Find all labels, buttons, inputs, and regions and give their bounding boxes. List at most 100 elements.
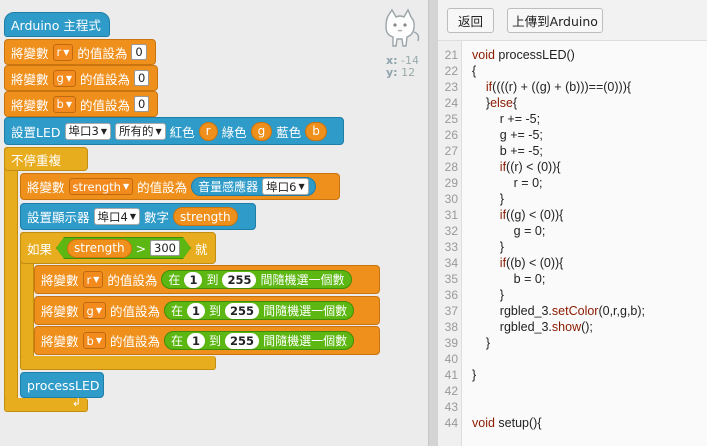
code-text: b = 0; [472, 272, 546, 286]
line-number: 24 [444, 96, 458, 110]
panel-divider[interactable] [428, 0, 438, 446]
random-reporter[interactable]: 在 1 到 255 間隨機選一個數 [164, 301, 355, 320]
set-var-label: 將變數 [41, 304, 79, 319]
call-proc-label: processLED [27, 377, 100, 393]
code-text: void setup(){ [472, 416, 542, 430]
value-input-g[interactable]: 0 [134, 70, 150, 86]
code-text: } [472, 240, 504, 254]
var-dropdown-r[interactable]: r▼ [52, 43, 74, 61]
code-text: if((b) < (0)){ [499, 256, 564, 270]
code-text: } [472, 288, 504, 302]
strength-reporter[interactable]: strength [173, 207, 238, 226]
set-var-label: 將變數 [27, 180, 65, 195]
set-value-label: 的值設為 [109, 334, 160, 349]
set-random-r-block[interactable]: 將變數 r▼ 的值設為 在 1 到 255 間隨機選一個數 [34, 265, 380, 294]
code-text: } [472, 368, 477, 382]
arduino-main-hat-block[interactable]: Arduino 主程式 [4, 12, 110, 37]
led-position-dropdown[interactable]: 所有的▼ [114, 122, 166, 140]
line-number: 29 [444, 176, 458, 190]
port-dropdown[interactable]: 埠口3▼ [64, 122, 111, 140]
sound-port-dropdown[interactable]: 埠口6▼ [262, 178, 309, 195]
random-reporter[interactable]: 在 1 到 255 間隨機選一個數 [164, 331, 355, 350]
set-random-g-block[interactable]: 將變數 g▼ 的值設為 在 1 到 255 間隨機選一個數 [34, 296, 380, 325]
blue-var-reporter[interactable]: b [305, 121, 327, 141]
line-number: 42 [444, 384, 458, 398]
value-input-r[interactable]: 0 [131, 44, 147, 60]
var-dropdown-b[interactable]: b▼ [52, 95, 76, 113]
sprite-cat-icon[interactable] [378, 8, 422, 52]
random-reporter[interactable]: 在 1 到 255 間隨機選一個數 [161, 270, 352, 289]
blue-label: 藍色 [276, 124, 302, 140]
var-dropdown-g[interactable]: g▼ [52, 69, 76, 87]
code-text: rgbled_3.setColor(0,r,g,b); [472, 304, 646, 318]
value-input-b[interactable]: 0 [134, 96, 150, 112]
green-var-reporter[interactable]: g [250, 121, 273, 141]
set-random-b-block[interactable]: 將變數 b▼ 的值設為 在 1 到 255 間隨機選一個數 [34, 326, 380, 355]
line-number: 36 [444, 288, 458, 302]
threshold-input[interactable]: 300 [150, 240, 180, 256]
forever-label: 不停重複 [11, 152, 62, 168]
upload-to-arduino-button[interactable]: 上傳到Arduino [507, 8, 603, 33]
code-text: if((g) < (0)){ [499, 208, 564, 222]
line-number: 32 [444, 224, 458, 238]
code-text: g += -5; [472, 128, 543, 142]
set-var-label: 將變數 [41, 273, 79, 288]
set-display-block[interactable]: 設置顯示器 埠口4▼ 數字 strength [20, 203, 256, 230]
var-dropdown-r[interactable]: r▼ [82, 271, 104, 288]
code-text: } [472, 192, 504, 206]
line-number: 34 [444, 256, 458, 270]
code-text: r += -5; [472, 112, 541, 126]
set-value-label: 的值設為 [79, 71, 130, 87]
set-var-r-block[interactable]: 將變數 r▼ 的值設為 0 [4, 39, 156, 65]
if-label: 如果 [27, 241, 53, 257]
set-var-g-block[interactable]: 將變數 g▼ 的值設為 0 [4, 65, 158, 91]
forever-block-bottom: ↲ [4, 396, 88, 412]
sound-sensor-reporter[interactable]: 音量感應器 埠口6▼ [191, 177, 316, 196]
line-number: 26 [444, 128, 458, 142]
sprite-coordinates: x: -14 y: 12 [386, 54, 419, 79]
display-port-dropdown[interactable]: 埠口4▼ [93, 208, 140, 225]
code-text: } [472, 336, 491, 350]
call-process-led-block[interactable]: processLED [20, 372, 104, 398]
set-value-label: 的值設為 [107, 273, 158, 288]
line-number: 33 [444, 240, 458, 254]
set-var-label: 將變數 [11, 71, 49, 87]
if-block[interactable]: 如果 strength > 300 就 [20, 232, 216, 264]
set-strength-block[interactable]: 將變數 strength▼ 的值設為 音量感應器 埠口6▼ [20, 173, 340, 200]
random-from-input[interactable]: 1 [187, 302, 206, 319]
back-button[interactable]: 返回 [447, 8, 494, 33]
line-number: 39 [444, 336, 458, 350]
var-dropdown-b[interactable]: b▼ [82, 332, 106, 349]
line-number: 31 [444, 208, 458, 222]
var-dropdown-strength[interactable]: strength▼ [68, 178, 134, 195]
script-area[interactable]: Arduino 主程式 將變數 r▼ 的值設為 0 將變數 g▼ 的值設為 0 … [0, 0, 428, 446]
line-number: 21 [444, 48, 458, 62]
gt-operator: > [135, 240, 147, 256]
random-to-input[interactable]: 255 [222, 271, 257, 288]
sprite-y: 12 [401, 66, 416, 79]
loop-arrow-icon: ↲ [71, 396, 81, 409]
random-from-input[interactable]: 1 [187, 332, 206, 349]
line-number: 35 [444, 272, 458, 286]
set-value-label: 的值設為 [79, 97, 130, 113]
sprite-x: -14 [401, 54, 419, 67]
code-text: b += -5; [472, 144, 543, 158]
strength-reporter[interactable]: strength [67, 239, 132, 258]
set-var-b-block[interactable]: 將變數 b▼ 的值設為 0 [4, 91, 158, 117]
forever-block-arm[interactable] [4, 147, 18, 411]
line-number: 22 [444, 64, 458, 78]
random-from-input[interactable]: 1 [184, 271, 203, 288]
line-number: 27 [444, 144, 458, 158]
set-led-block[interactable]: 設置LED 埠口3▼ 所有的▼ 紅色 r 綠色 g 藍色 b [4, 117, 344, 145]
random-to-input[interactable]: 255 [225, 302, 260, 319]
forever-block[interactable]: 不停重複 [4, 147, 88, 171]
line-number: 43 [444, 400, 458, 414]
greater-than-condition[interactable]: strength > 300 [56, 237, 191, 259]
if-block-bottom [20, 356, 216, 370]
red-var-reporter[interactable]: r [198, 121, 218, 141]
line-number: 44 [444, 416, 458, 430]
line-number: 23 [444, 80, 458, 94]
var-dropdown-g[interactable]: g▼ [82, 302, 106, 319]
random-to-input[interactable]: 255 [225, 332, 260, 349]
